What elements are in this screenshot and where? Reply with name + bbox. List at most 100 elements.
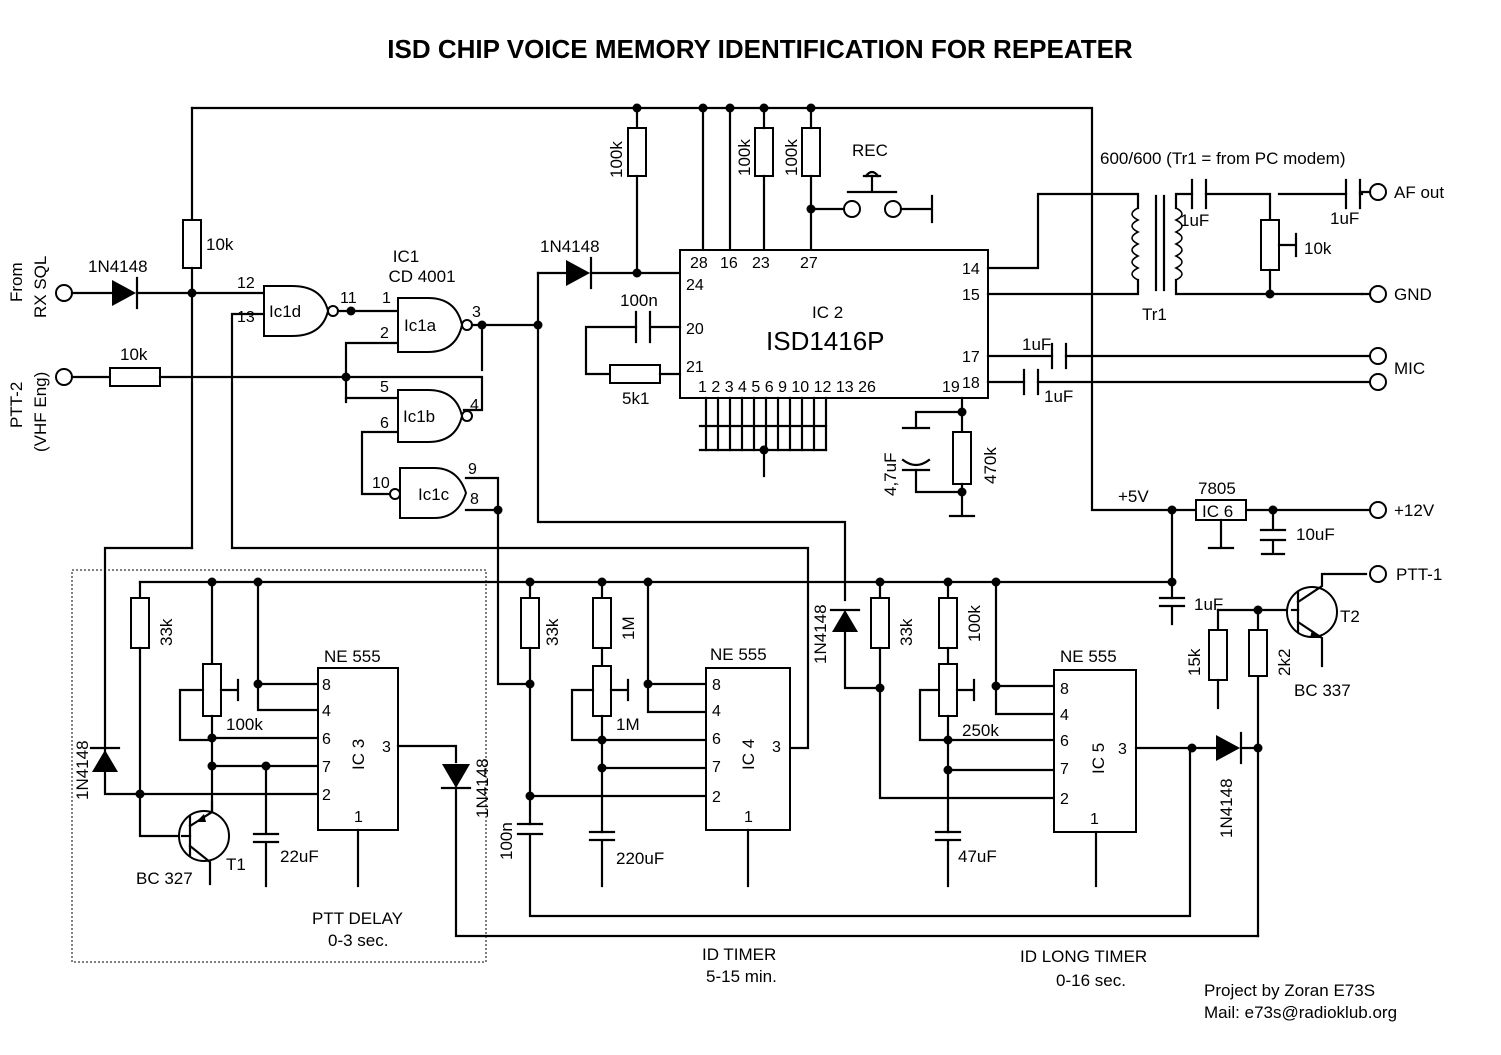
vhf-eng-label: (VHF Eng)	[31, 372, 50, 452]
svg-text:3: 3	[772, 739, 781, 756]
pot-100k-ic3	[202, 663, 222, 717]
svg-text:4: 4	[470, 397, 479, 414]
svg-text:4: 4	[1060, 707, 1069, 724]
diode-ic3-label: 1N4148	[73, 740, 92, 800]
resistor-15k	[1208, 629, 1228, 681]
id-timer-caption: ID TIMER	[702, 945, 776, 964]
svg-text:6: 6	[712, 731, 721, 748]
ic5-chip: NE 555	[1060, 647, 1117, 666]
resistor-33k-ic3	[130, 597, 150, 649]
tr1-note: 600/600 (Tr1 = from PC modem)	[1100, 149, 1346, 168]
ic1-section: IC1 CD 4001 Ic1d 12 13 11 1 Ic1a 2 3	[230, 247, 810, 750]
cap-100n-ic2-label: 100n	[620, 291, 658, 310]
svg-text:7: 7	[712, 759, 721, 776]
ic2-pin-28: 28	[690, 255, 708, 272]
svg-text:2: 2	[712, 789, 721, 806]
ic2-pin-17: 17	[962, 349, 980, 366]
cap-47uf-ic5-label: 47uF	[958, 847, 997, 866]
rec-button: REC	[806, 141, 934, 224]
ic2-type: ISD1416P	[766, 326, 885, 356]
transistor-t1	[178, 800, 230, 886]
ic2-pin-20: 20	[686, 321, 704, 338]
ic2-pin-15: 15	[962, 287, 980, 304]
input-section: From RX SQL 1N4148 10k PTT-2 (VHF Eng) 1…	[7, 219, 484, 750]
gate-ic1d: Ic1d 12 13 11	[230, 275, 810, 750]
ic2-name: IC 2	[812, 303, 843, 322]
diode-ic2-label: 1N4148	[540, 237, 600, 256]
resistor-5k1	[609, 364, 661, 384]
resistor-2k2-label: 2k2	[1275, 649, 1294, 676]
cap-1uf-out-label: 1uF	[1330, 209, 1359, 228]
ic3-box	[317, 667, 399, 831]
svg-text:1: 1	[744, 809, 753, 826]
pot-250k	[938, 663, 958, 717]
ic5-box	[1053, 669, 1137, 833]
ic3-name: IC 3	[349, 739, 368, 770]
resistor-10k-ptt-label: 10k	[120, 345, 148, 364]
resistor-10k-pull	[182, 219, 202, 269]
resistor-5k1-label: 5k1	[622, 389, 649, 408]
resistor-100k-c	[801, 127, 821, 177]
mic-label: MIC	[1394, 359, 1425, 378]
gate-ic1a: Ic1a 2 3	[344, 297, 481, 404]
svg-text:8: 8	[712, 677, 721, 694]
cap-100n-ic4-label: 100n	[497, 822, 516, 860]
diode-ic5-out-label: 1N4148	[1217, 778, 1236, 838]
ic5-name: IC 5	[1089, 743, 1108, 774]
resistor-1m	[592, 597, 612, 649]
ic6-label: IC 6	[1202, 502, 1233, 521]
svg-text:6: 6	[1060, 733, 1069, 750]
ic2-pin-16: 16	[720, 255, 738, 272]
ic2-pins-bottom: 1 2 3 4 5 6 9 10 12 13 26	[698, 379, 876, 396]
ptt1-output-section: 1uF 15k 2k2 T2 BC 337 PTT-1	[1158, 565, 1442, 710]
resistor-10k-pull-label: 10k	[206, 235, 234, 254]
cap-1uf-18-label: 1uF	[1044, 387, 1073, 406]
credits-mail: Mail: e73s@radioklub.org	[1204, 1003, 1397, 1022]
rx-sql-label: RX SQL	[31, 256, 50, 318]
ic2-section: 1N4148 100k 100k 100k REC IC 2 ISD	[536, 106, 1000, 602]
cap-10uf-label: 10uF	[1296, 525, 1335, 544]
credits-author: Project by Zoran E73S	[1204, 981, 1375, 1000]
gate-ic1c-label: Ic1c	[418, 485, 450, 504]
ic4-name: IC 4	[739, 739, 758, 770]
gate-ic1d-label: Ic1d	[269, 302, 301, 321]
resistor-470k-label: 470k	[981, 447, 1000, 484]
resistor-100k-c-label: 100k	[782, 139, 801, 176]
id-timer-section: 33k 100n 1M 1M 220uF NE 555 IC 4 8 4 6 7…	[497, 580, 1192, 986]
ic1-name: IC1	[393, 247, 419, 266]
ptt-delay-frame	[71, 569, 487, 963]
gate-ic1a-label: Ic1a	[404, 316, 437, 335]
svg-text:9: 9	[468, 461, 477, 478]
mic-terminal-a	[1369, 347, 1387, 365]
svg-text:2: 2	[322, 787, 331, 804]
t2-type-label: BC 337	[1294, 681, 1351, 700]
ptt2-label: PTT-2	[7, 382, 26, 428]
resistor-1m-label: 1M	[619, 616, 638, 640]
diode-ic3-out-label: 1N4148	[473, 758, 492, 818]
ptt-delay-section: 33k 100k 22uF 1N4148 T1	[71, 569, 1260, 963]
power-supply: +5V 7805 IC 6 10uF +12V	[1118, 479, 1435, 600]
resistor-2k2	[1248, 629, 1268, 677]
resistor-15k-label: 15k	[1185, 648, 1204, 676]
svg-text:5: 5	[380, 379, 389, 396]
svg-text:6: 6	[322, 731, 331, 748]
cap-220uf-label: 220uF	[616, 849, 664, 868]
gate-ic1b: Ic1b 5 6 4	[344, 379, 479, 496]
audio-output-section: 600/600 (Tr1 = from PC modem) 1uF Tr1 10…	[986, 149, 1444, 406]
cap-1uf-17-label: 1uF	[1022, 335, 1051, 354]
id-long-timer-range: 0-16 sec.	[1056, 971, 1126, 990]
page-title: ISD CHIP VOICE MEMORY IDENTIFICATION FOR…	[387, 34, 1133, 64]
svg-text:3: 3	[382, 739, 391, 756]
ptt-delay-caption: PTT DELAY	[312, 909, 403, 928]
pot-10k-label: 10k	[1304, 239, 1332, 258]
v5-label: +5V	[1118, 487, 1149, 506]
svg-text:1: 1	[382, 290, 391, 307]
svg-text:11: 11	[340, 290, 357, 307]
diode-ic2	[566, 256, 682, 290]
svg-text:1: 1	[1090, 811, 1099, 828]
gnd-terminal	[1369, 285, 1387, 303]
mic-terminal-b	[1369, 373, 1387, 391]
svg-text:8: 8	[1060, 681, 1069, 698]
svg-text:2: 2	[1060, 791, 1069, 808]
af-out-label: AF out	[1394, 183, 1444, 202]
